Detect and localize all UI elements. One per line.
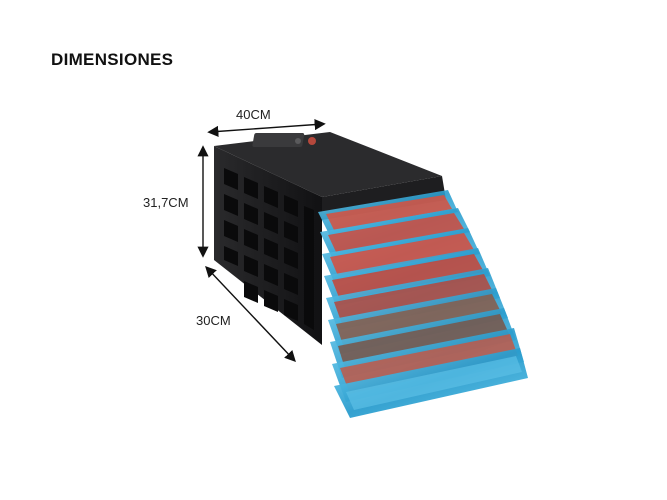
- page-title: DIMENSIONES: [51, 50, 174, 69]
- width-dimension-label: 40CM: [236, 107, 271, 122]
- control-panel: [252, 133, 305, 147]
- unit-top: [214, 132, 442, 197]
- tray: [322, 228, 480, 282]
- depth-arrow: [205, 265, 296, 363]
- height-dimension-label: 31,7CM: [143, 195, 189, 210]
- switch-icon: [295, 138, 301, 144]
- tray: [320, 208, 470, 258]
- side-vents: [224, 168, 314, 330]
- width-arrow: [207, 119, 326, 137]
- tray: [318, 190, 458, 236]
- tray: [334, 348, 528, 418]
- dial-icon: [308, 137, 316, 145]
- trays: [318, 190, 528, 418]
